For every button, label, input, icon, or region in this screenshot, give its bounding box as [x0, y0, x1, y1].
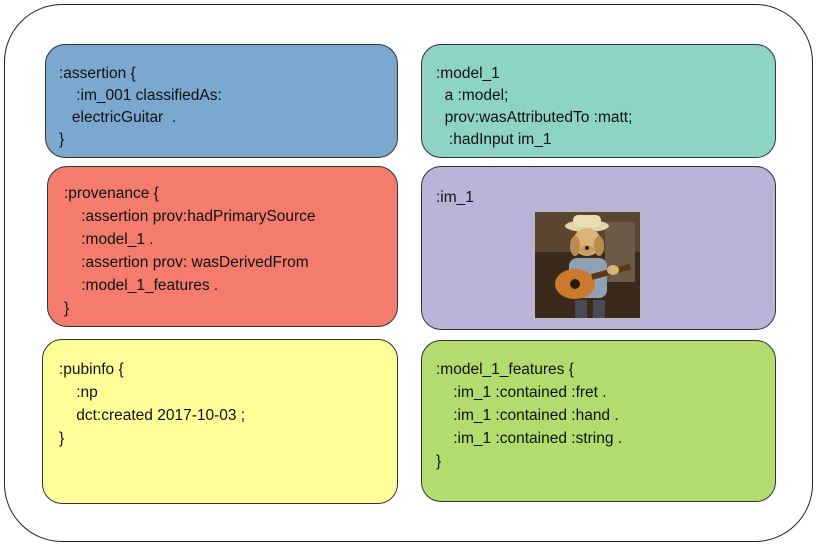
pubinfo-box: :pubinfo { :np dct:created 2017-10-03 ; …	[42, 339, 398, 504]
pubinfo-line: :np	[59, 384, 98, 401]
assertion-line: }	[59, 131, 65, 148]
provenance-line: :assertion prov: wasDerivedFrom	[64, 254, 309, 271]
features-line: }	[436, 453, 442, 470]
features-line: :im_1 :contained :fret .	[436, 384, 607, 401]
assertion-box: :assertion { :im_001 classifiedAs: elect…	[45, 44, 398, 158]
model-features-box: :model_1_features { :im_1 :contained :fr…	[421, 340, 776, 502]
provenance-line: }	[64, 300, 70, 317]
provenance-line: :provenance {	[64, 185, 159, 202]
pubinfo-line: }	[59, 430, 65, 447]
assertion-line: :assertion {	[59, 65, 136, 82]
features-line: :model_1_features {	[436, 361, 574, 378]
features-line: :im_1 :contained :string .	[436, 430, 623, 447]
im-line: :im_1	[436, 189, 474, 206]
provenance-line: :assertion prov:hadPrimarySource	[64, 208, 316, 225]
model-line: prov:wasAttributedTo :matt;	[436, 109, 633, 126]
dog-guitar-photo-icon	[535, 212, 640, 318]
features-line: :im_1 :contained :hand .	[436, 407, 619, 424]
assertion-line: electricGuitar .	[59, 109, 177, 126]
model-line: :model_1	[436, 65, 500, 82]
provenance-line: :model_1_features .	[64, 277, 219, 294]
model-box: :model_1 a :model; prov:wasAttributedTo …	[421, 44, 776, 158]
dog-guitar-image	[534, 211, 641, 319]
assertion-line: :im_001 classifiedAs:	[59, 87, 222, 104]
model-line: a :model;	[436, 87, 509, 104]
pubinfo-line: :pubinfo {	[59, 361, 124, 378]
provenance-box: :provenance { :assertion prov:hadPrimary…	[47, 166, 398, 327]
im-box: :im_1	[421, 166, 776, 330]
provenance-line: :model_1 .	[64, 231, 154, 248]
pubinfo-line: dct:created 2017-10-03 ;	[59, 407, 246, 424]
model-line: :hadInput im_1	[436, 131, 552, 148]
